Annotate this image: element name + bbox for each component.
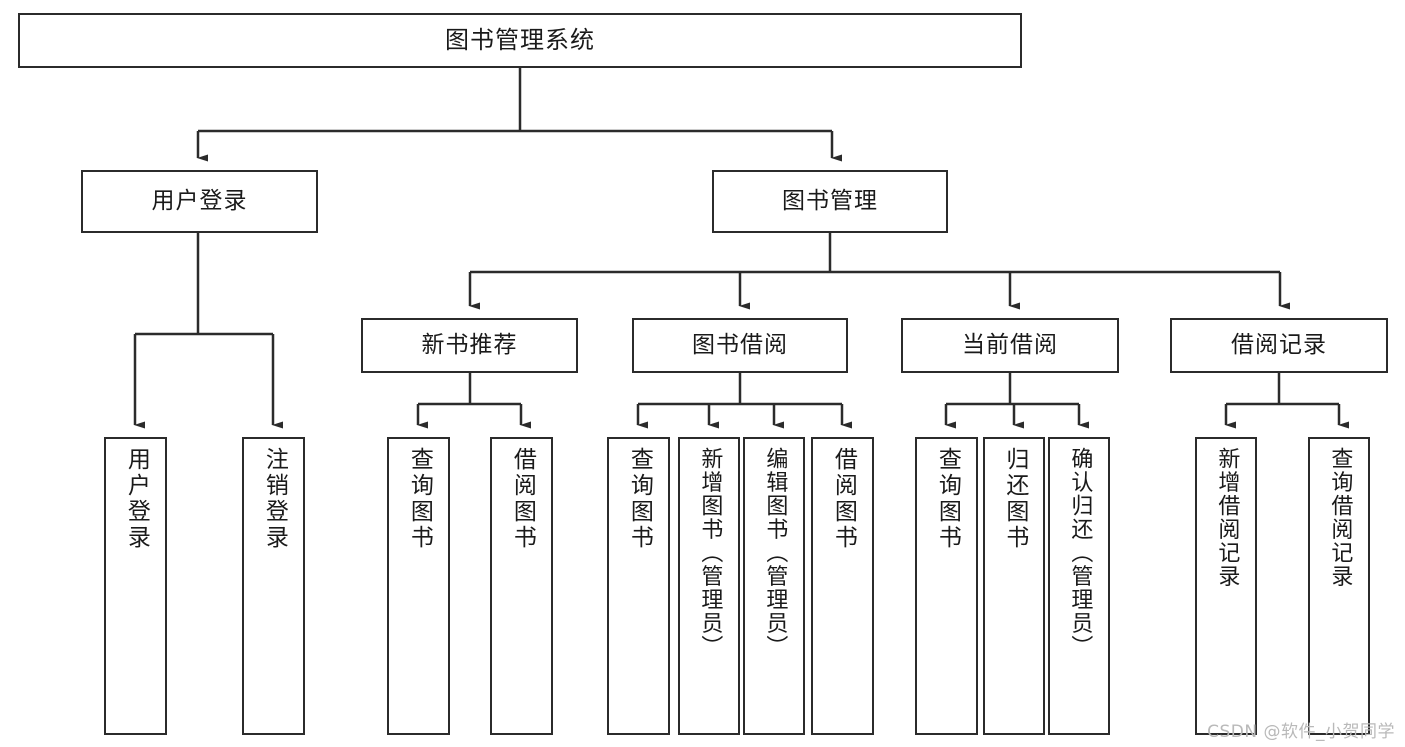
node-leaf-borrow-book-2-label: 借阅图书 xyxy=(830,447,857,551)
node-current-borrow[interactable]: 当前借阅 xyxy=(901,318,1119,373)
node-book-borrow[interactable]: 图书借阅 xyxy=(632,318,848,373)
node-leaf-query-book-2-label: 查询图书 xyxy=(626,447,653,551)
node-leaf-logout-login[interactable]: 注销登录 xyxy=(242,437,305,735)
node-root-label: 图书管理系统 xyxy=(445,26,595,55)
node-leaf-add-record-label: 新增借阅记录 xyxy=(1214,447,1240,588)
node-leaf-edit-book[interactable]: 编辑图书（管理员） xyxy=(743,437,805,735)
node-current-borrow-label: 当前借阅 xyxy=(962,331,1058,358)
node-leaf-query-book-2[interactable]: 查询图书 xyxy=(607,437,670,735)
node-leaf-add-book-label: 新增图书（管理员） xyxy=(697,447,723,659)
node-leaf-confirm-return[interactable]: 确认归还（管理员） xyxy=(1048,437,1110,735)
watermark: CSDN @软件_小贺同学 xyxy=(1207,722,1395,742)
node-leaf-user-login[interactable]: 用户登录 xyxy=(104,437,167,735)
node-leaf-borrow-book-2[interactable]: 借阅图书 xyxy=(811,437,874,735)
node-borrow-record[interactable]: 借阅记录 xyxy=(1170,318,1388,373)
node-leaf-borrow-book-1[interactable]: 借阅图书 xyxy=(490,437,553,735)
node-leaf-add-record[interactable]: 新增借阅记录 xyxy=(1195,437,1257,735)
node-leaf-user-login-label: 用户登录 xyxy=(123,447,150,551)
node-user-login[interactable]: 用户登录 xyxy=(81,170,318,233)
node-new-book-recommend[interactable]: 新书推荐 xyxy=(361,318,578,373)
node-leaf-return-book[interactable]: 归还图书 xyxy=(983,437,1045,735)
node-book-borrow-label: 图书借阅 xyxy=(692,331,788,358)
node-borrow-record-label: 借阅记录 xyxy=(1231,331,1327,358)
node-leaf-query-book-1[interactable]: 查询图书 xyxy=(387,437,450,735)
node-leaf-query-record-label: 查询借阅记录 xyxy=(1327,447,1353,588)
node-book-manage[interactable]: 图书管理 xyxy=(712,170,948,233)
node-user-login-label: 用户登录 xyxy=(151,187,248,214)
node-book-manage-label: 图书管理 xyxy=(782,187,878,214)
node-leaf-query-book-1-label: 查询图书 xyxy=(406,447,433,551)
node-root[interactable]: 图书管理系统 xyxy=(18,13,1022,68)
node-leaf-edit-book-label: 编辑图书（管理员） xyxy=(762,447,788,659)
node-leaf-logout-login-label: 注销登录 xyxy=(261,447,288,551)
node-leaf-borrow-book-1-label: 借阅图书 xyxy=(509,447,536,551)
node-leaf-confirm-return-label: 确认归还（管理员） xyxy=(1067,447,1093,659)
node-leaf-query-book-3-label: 查询图书 xyxy=(934,447,961,551)
node-leaf-query-record[interactable]: 查询借阅记录 xyxy=(1308,437,1370,735)
node-new-book-recommend-label: 新书推荐 xyxy=(421,331,518,358)
node-leaf-return-book-label: 归还图书 xyxy=(1001,447,1028,551)
node-leaf-query-book-3[interactable]: 查询图书 xyxy=(915,437,978,735)
node-leaf-add-book[interactable]: 新增图书（管理员） xyxy=(678,437,740,735)
